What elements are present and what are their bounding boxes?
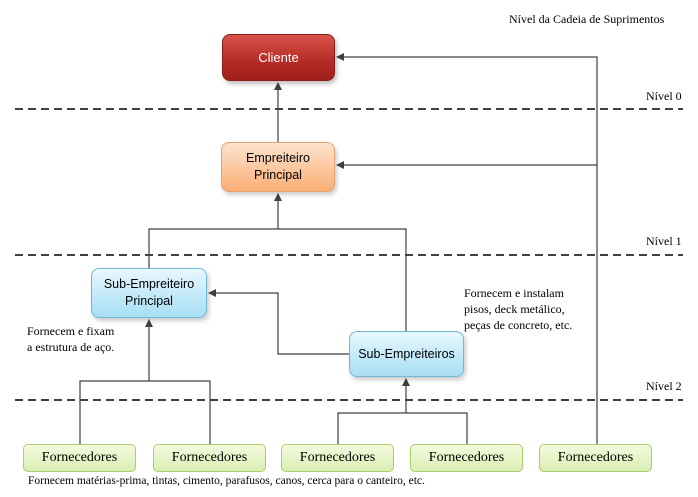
sub-empreiteiros-label: Sub-Empreiteiros [358, 346, 455, 361]
fornecedores-node-5: Fornecedores [539, 444, 652, 472]
fornecedores-node-3: Fornecedores [281, 444, 394, 472]
sub-principal-label-line2: Principal [125, 294, 173, 308]
empreiteiro-principal-node: Empreiteiro Principal [221, 142, 335, 192]
annotation-steel-line2: a estrutura de aço. [27, 340, 115, 354]
annotation-steel: Fornecem e fixam a estrutura de aço. [27, 323, 114, 355]
cliente-label: Cliente [258, 50, 299, 65]
annotation-bottom: Fornecem matérias-prima, tintas, cimento… [28, 475, 425, 487]
annotation-install-line3: peças de concreto, etc. [464, 318, 573, 332]
level-1-label: Nível 1 [646, 234, 682, 248]
fornecedores-node-2: Fornecedores [153, 444, 266, 472]
arrow-fornecedor-to-cliente [336, 53, 598, 444]
header-title: Nível da Cadeia de Suprimentos [509, 12, 665, 26]
connector-left-suppliers [79, 380, 211, 444]
sub-empreiteiros-node: Sub-Empreiteiros [349, 331, 464, 377]
level-0-label: Nível 0 [646, 89, 682, 103]
sub-principal-label-line1: Sub-Empreiteiro [103, 277, 195, 291]
arrow-subs-to-subprincipal [208, 289, 349, 355]
sub-empreiteiro-principal-node: Sub-Empreiteiro Principal [91, 268, 207, 318]
annotation-install-line2: pisos, deck metálico, [464, 302, 565, 316]
connector-middle-suppliers [337, 412, 468, 444]
cliente-node: Cliente [222, 34, 335, 81]
annotation-install-line1: Fornecem e instalam [464, 286, 564, 300]
level-2-label: Nível 2 [646, 379, 682, 393]
fornecedores-node-1: Fornecedores [23, 444, 136, 472]
annotation-steel-line1: Fornecem e fixam [27, 324, 115, 338]
annotation-install: Fornecem e instalam pisos, deck metálico… [464, 285, 572, 333]
fornecedores-node-4: Fornecedores [410, 444, 523, 472]
empreiteiro-label-line2: Principal [254, 168, 302, 182]
empreiteiro-label-line1: Empreiteiro [246, 151, 310, 165]
